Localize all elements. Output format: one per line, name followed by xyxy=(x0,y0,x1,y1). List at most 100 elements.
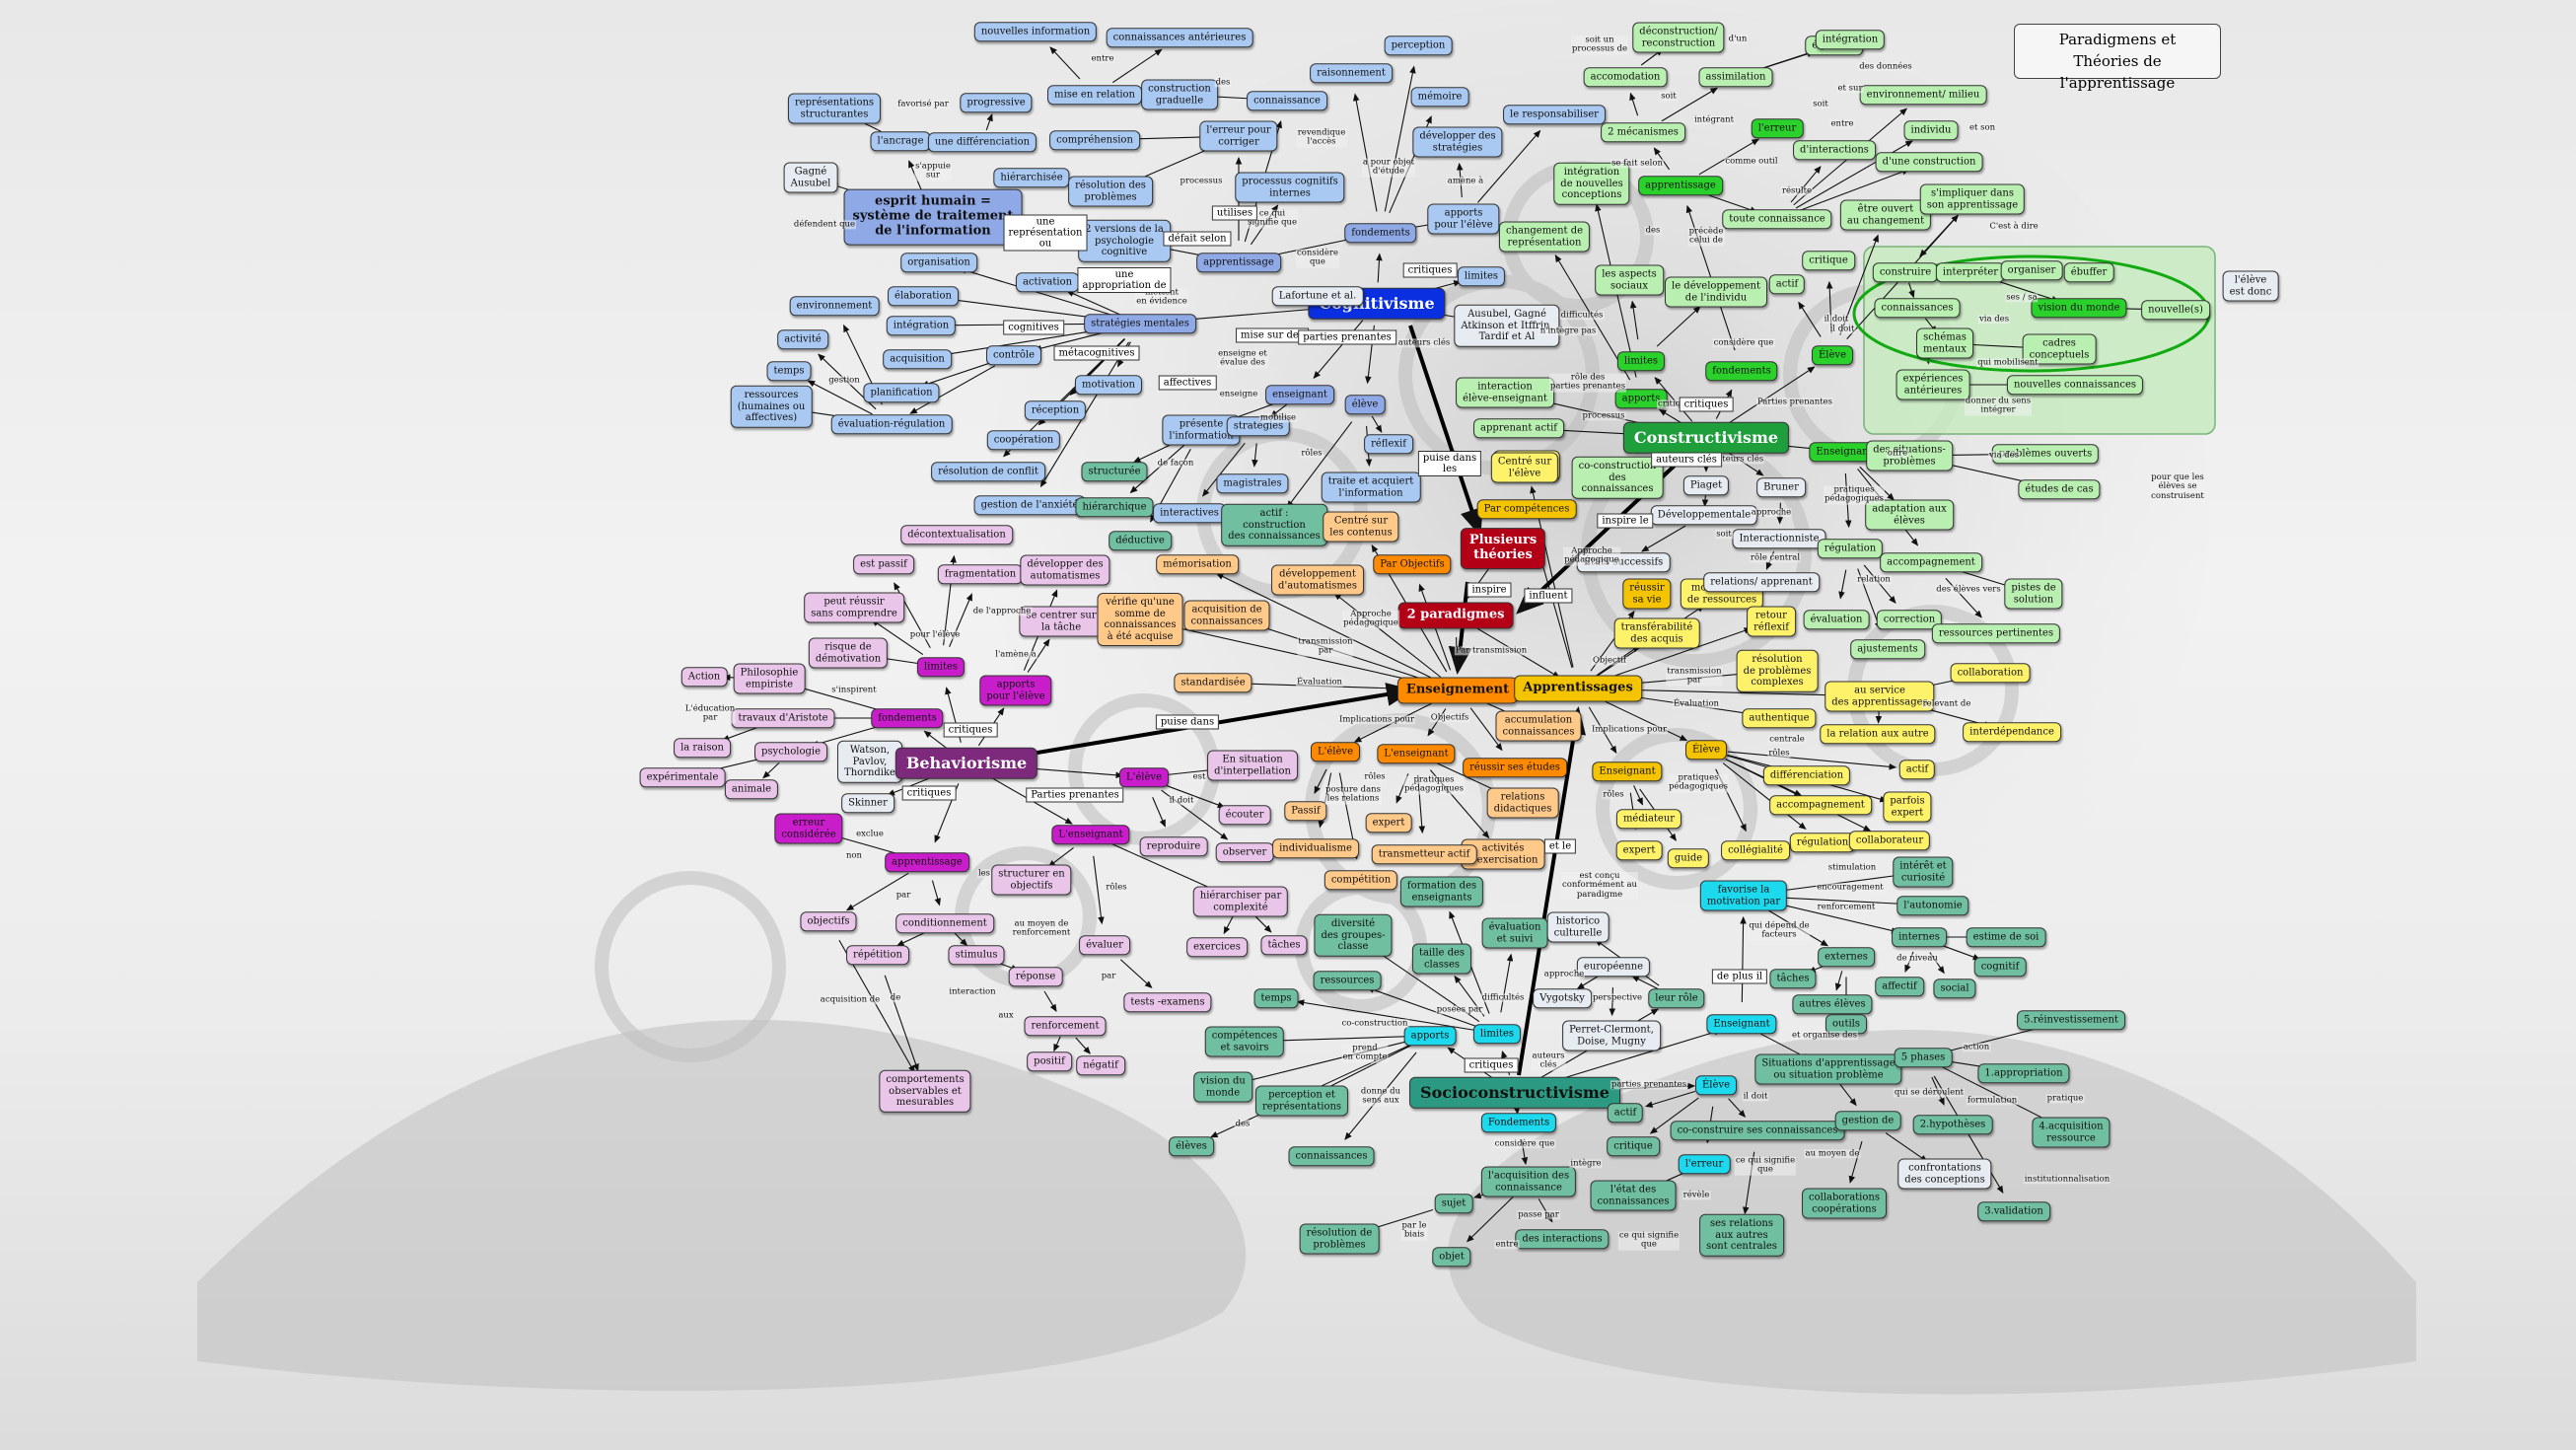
concept-node[interactable]: estime de soi xyxy=(1966,927,2046,947)
concept-node[interactable]: authentique xyxy=(1742,708,1817,728)
concept-node[interactable]: sujet xyxy=(1434,1194,1473,1213)
concept-node[interactable]: actif : construction des connaissances xyxy=(1221,503,1327,546)
concept-node[interactable]: externes xyxy=(1818,947,1875,967)
concept-node[interactable]: confrontations des conceptions xyxy=(1897,1158,1992,1190)
concept-node[interactable]: résolution de problèmes xyxy=(1299,1223,1380,1255)
concept-node[interactable]: élaboration xyxy=(888,286,959,306)
concept-node[interactable]: L'élève xyxy=(1119,767,1169,787)
concept-node[interactable]: Développementale xyxy=(1650,505,1758,525)
concept-node[interactable]: Bruner xyxy=(1756,477,1806,497)
concept-node[interactable]: collaboration xyxy=(1950,663,2031,683)
concept-node[interactable]: 3.validation xyxy=(1977,1201,2050,1221)
concept-node[interactable]: taille des classes xyxy=(1411,943,1472,975)
concept-node[interactable]: mémoire xyxy=(1410,87,1469,107)
concept-node[interactable]: apprentissage xyxy=(1196,253,1281,272)
concept-node[interactable]: l'ancrage xyxy=(870,131,931,151)
concept-node[interactable]: accomodation xyxy=(1583,67,1668,87)
concept-node[interactable]: l'état des connaissances xyxy=(1590,1180,1677,1211)
concept-node[interactable]: Élève xyxy=(1695,1075,1737,1095)
concept-node[interactable]: vision du monde xyxy=(2031,298,2127,318)
concept-node[interactable]: la raison xyxy=(674,738,731,758)
concept-node[interactable]: intégration xyxy=(1815,30,1886,49)
concept-node[interactable]: reproduire xyxy=(1139,836,1208,856)
concept-node[interactable]: construire xyxy=(1872,262,1939,282)
concept-node[interactable]: collégialité xyxy=(1721,840,1790,860)
concept-node[interactable]: 2.hypothèses xyxy=(1912,1115,1993,1134)
concept-node[interactable]: fondements xyxy=(1705,361,1778,381)
concept-node[interactable]: décontextualisation xyxy=(900,525,1013,544)
concept-node[interactable]: accompagnement xyxy=(1880,552,1982,572)
concept-node[interactable]: l'erreur xyxy=(1678,1154,1731,1174)
concept-node[interactable]: hiérarchiser par complexité xyxy=(1192,886,1289,917)
concept-node[interactable]: européenne xyxy=(1576,957,1651,977)
concept-node[interactable]: Perret-Clermont, Doise, Mugny xyxy=(1562,1020,1661,1051)
concept-node[interactable]: Centré sur les contenus xyxy=(1323,511,1399,543)
concept-node[interactable]: transférabilité des acquis xyxy=(1613,617,1700,649)
concept-node[interactable]: Enseignement xyxy=(1396,677,1519,704)
concept-node[interactable]: motivation xyxy=(1074,375,1143,395)
concept-node[interactable]: L'enseignant xyxy=(1377,744,1456,763)
concept-node[interactable]: réponse xyxy=(1008,967,1063,986)
concept-node[interactable]: résolution de conflit xyxy=(931,462,1045,481)
concept-node[interactable]: 1.appropriation xyxy=(1977,1063,2070,1083)
concept-node[interactable]: planification xyxy=(863,383,940,402)
concept-node[interactable]: environnement xyxy=(789,296,880,316)
concept-node[interactable]: processus cognitifs internes xyxy=(1235,172,1345,203)
concept-node[interactable]: positif xyxy=(1027,1051,1072,1071)
concept-node[interactable]: Fondements xyxy=(1480,1113,1557,1132)
concept-node[interactable]: mise en relation xyxy=(1047,85,1142,105)
concept-node[interactable]: réussir ses études xyxy=(1463,758,1567,777)
concept-node[interactable]: interpréter xyxy=(1935,262,2006,282)
concept-node[interactable]: objet xyxy=(1432,1247,1471,1267)
concept-node[interactable]: médiateur xyxy=(1615,809,1682,829)
concept-node[interactable]: accumulation connaissances xyxy=(1495,710,1582,742)
concept-node[interactable]: fragmentation xyxy=(937,564,1024,584)
concept-node[interactable]: mémorisation xyxy=(1156,554,1239,574)
concept-node[interactable]: temps xyxy=(766,361,812,381)
concept-node[interactable]: progressive xyxy=(960,93,1033,112)
concept-node[interactable]: Par Objectifs xyxy=(1373,554,1452,574)
concept-node[interactable]: hiérarchisée xyxy=(993,168,1070,187)
concept-node[interactable]: acquisition de connaissances xyxy=(1183,600,1270,631)
concept-node[interactable]: Interactionniste xyxy=(1732,529,1826,548)
concept-node[interactable]: travaux d'Aristote xyxy=(731,708,835,728)
concept-node[interactable]: intégration de nouvelles conceptions xyxy=(1553,162,1630,205)
concept-node[interactable]: compréhension xyxy=(1049,130,1140,150)
concept-node[interactable]: une différenciation xyxy=(927,132,1038,152)
concept-node[interactable]: conditionnement xyxy=(895,913,994,933)
concept-node[interactable]: contrôle xyxy=(986,345,1041,365)
concept-node[interactable]: déductive xyxy=(1109,531,1172,550)
concept-node[interactable]: observer xyxy=(1215,842,1274,862)
concept-node[interactable]: internes xyxy=(1892,927,1947,947)
concept-node[interactable]: actif xyxy=(1768,274,1806,294)
concept-node[interactable]: évaluation et suivi xyxy=(1481,917,1548,949)
concept-node[interactable]: Behaviorisme xyxy=(894,747,1038,780)
concept-node[interactable]: l'erreur xyxy=(1751,118,1804,138)
concept-node[interactable]: Élève xyxy=(1812,345,1853,365)
concept-node[interactable]: esprit humain = système de traitement de… xyxy=(843,188,1023,246)
concept-node[interactable]: co-construire ses connaissances xyxy=(1670,1121,1845,1140)
concept-node[interactable]: En situation d'interpellation xyxy=(1207,750,1298,781)
concept-node[interactable]: l'erreur pour corriger xyxy=(1199,120,1278,152)
concept-node[interactable]: comportements observables et mesurables xyxy=(879,1069,971,1113)
concept-node[interactable]: intérêt et curiosité xyxy=(1893,856,1954,888)
concept-node[interactable]: limites xyxy=(1472,1024,1522,1044)
concept-node[interactable]: différenciation xyxy=(1762,765,1851,785)
concept-node[interactable]: l'autonomie xyxy=(1896,896,1969,915)
concept-node[interactable]: réception xyxy=(1024,400,1087,420)
concept-node[interactable]: nouvelles connaissances xyxy=(2006,375,2144,395)
concept-node[interactable]: Ausubel, Gagné Atkinson et Itffrin, Tard… xyxy=(1454,304,1560,347)
concept-node[interactable]: interactives xyxy=(1153,503,1226,523)
concept-node[interactable]: erreur considérée xyxy=(774,813,843,844)
concept-node[interactable]: expert xyxy=(1365,813,1412,833)
concept-node[interactable]: évaluer xyxy=(1079,935,1130,955)
concept-node[interactable]: Philosophie empiriste xyxy=(733,663,806,694)
concept-node[interactable]: environnement/ milieu xyxy=(1859,85,1987,105)
concept-node[interactable]: critique xyxy=(1802,251,1855,270)
concept-node[interactable]: gestion de l'anxiété xyxy=(973,495,1086,515)
concept-node[interactable]: expert xyxy=(1615,840,1663,860)
concept-node[interactable]: fondements xyxy=(871,708,944,728)
concept-node[interactable]: historico culturelle xyxy=(1546,911,1610,943)
concept-node[interactable]: Action xyxy=(680,667,728,687)
concept-node[interactable]: Centré sur l'élève xyxy=(1490,452,1559,483)
